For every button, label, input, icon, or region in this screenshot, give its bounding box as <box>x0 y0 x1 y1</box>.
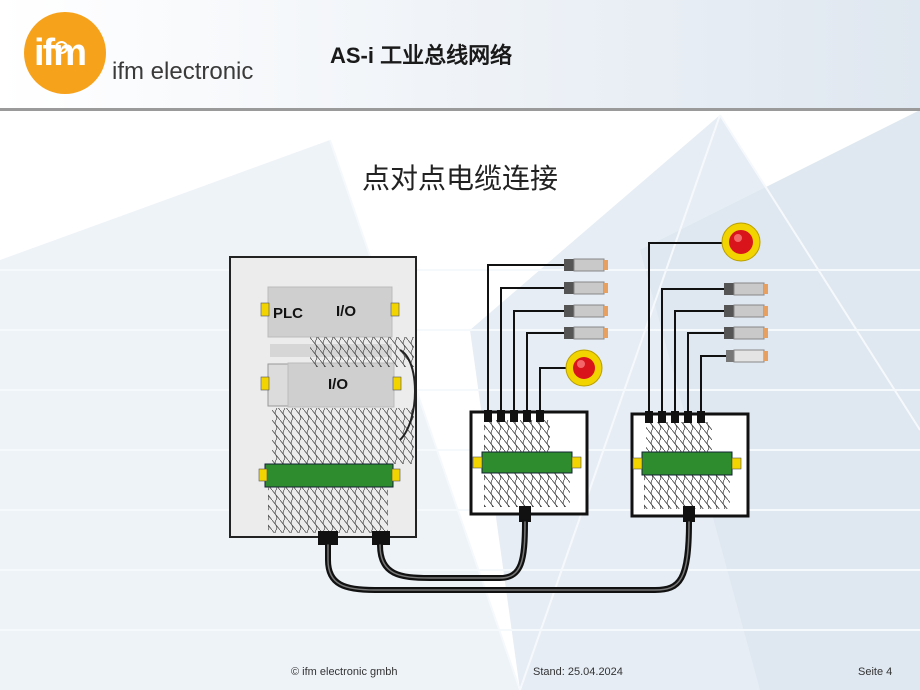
proximity-sensors <box>564 258 768 363</box>
header-title: AS-i 工业总线网络 <box>330 43 513 68</box>
ifm-logo <box>24 12 106 94</box>
plc-label: PLC <box>273 305 303 322</box>
io-label-top: I/O <box>336 303 356 320</box>
logo-text: ifm <box>34 32 87 74</box>
slide-title: 点对点电缆连接 <box>361 164 558 195</box>
logo-dot-icon <box>55 41 68 54</box>
control-cabinet: PLC I/O I/O <box>229 256 417 545</box>
footer-date: Stand: 25.04.2024 <box>533 666 623 678</box>
slide-header: ifm ifm electronic AS-i 工业总线网络 <box>0 0 920 110</box>
emergency-stop-icon-2 <box>721 222 761 262</box>
footer-copyright: © ifm electronic gmbh <box>291 666 398 678</box>
brand-name: ifm electronic <box>112 58 254 85</box>
emergency-stop-icon-1 <box>565 349 603 387</box>
footer-page-number: Seite 4 <box>858 666 893 678</box>
junction-box-2 <box>630 411 750 522</box>
header-divider <box>0 108 920 111</box>
io-label-bottom: I/O <box>328 376 348 393</box>
sensor-cables-1 <box>487 264 568 410</box>
p2p-cables <box>325 519 692 593</box>
junction-box-1 <box>469 410 589 522</box>
sensor-cables-2 <box>648 242 726 411</box>
